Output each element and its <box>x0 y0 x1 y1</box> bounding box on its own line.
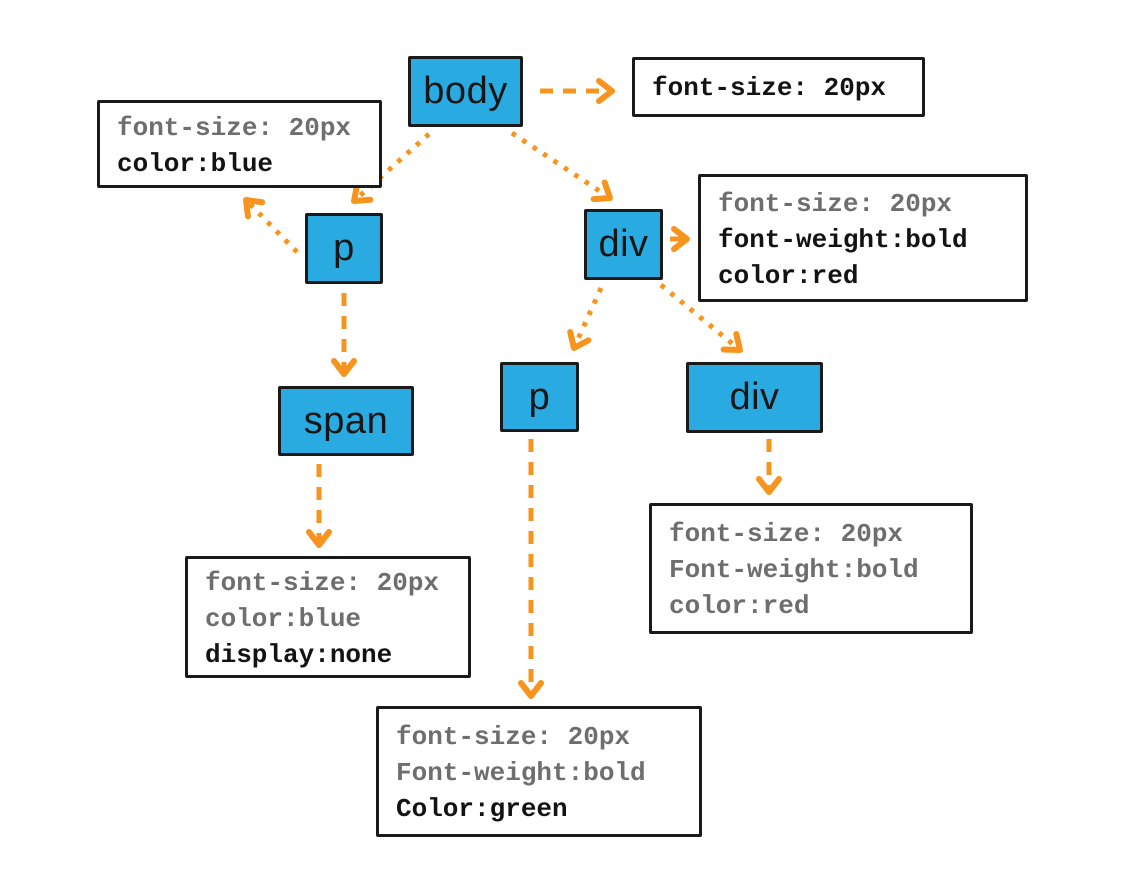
node-p-child-label: p <box>528 375 551 418</box>
css-rule-line: color:blue <box>117 149 274 179</box>
node-div-child-label: div <box>729 376 780 418</box>
node-p: p <box>305 213 383 284</box>
node-p-label: p <box>333 227 355 269</box>
node-span: span <box>278 386 414 456</box>
css-rule-line: font-size: 20px <box>718 189 953 219</box>
node-body-label: body <box>423 70 508 112</box>
node-div-label: div <box>598 223 649 265</box>
css-rule-line: font-size: 20px <box>205 568 440 598</box>
stylebox-span: font-size: 20px color:blue display:none <box>185 556 471 678</box>
css-rule-line: font-size: 20px <box>117 113 352 143</box>
css-rule-line: display:none <box>205 640 393 670</box>
node-p-child: p <box>500 362 579 432</box>
css-rule-line: font-size: 20px <box>652 73 887 103</box>
node-span-label: span <box>303 399 389 442</box>
edge-div1-to-p2 <box>567 286 604 351</box>
stylebox-body: font-size: 20px <box>632 57 925 117</box>
node-div-child: div <box>686 362 823 433</box>
css-rule-line: Font-weight:bold <box>669 555 919 585</box>
stylebox-p: font-size: 20px color:blue <box>97 100 382 188</box>
edge-p1-to-style-p1 <box>243 197 299 254</box>
css-rule-line: Color:green <box>396 794 568 824</box>
css-rule-line: font-size: 20px <box>396 722 631 752</box>
css-rule-line: color:red <box>718 261 859 291</box>
node-div: div <box>584 209 663 280</box>
css-rule-line: font-size: 20px <box>669 519 904 549</box>
stylebox-div: font-size: 20px font-weight:bold color:red <box>698 174 1028 302</box>
css-rule-line: Font-weight:bold <box>396 758 646 788</box>
node-body: body <box>408 56 523 127</box>
css-rule-line: font-weight:bold <box>718 225 968 255</box>
edge-body-to-div1 <box>510 130 613 203</box>
css-rule-line: color:red <box>669 591 810 621</box>
css-rule-line: color:blue <box>205 604 362 634</box>
